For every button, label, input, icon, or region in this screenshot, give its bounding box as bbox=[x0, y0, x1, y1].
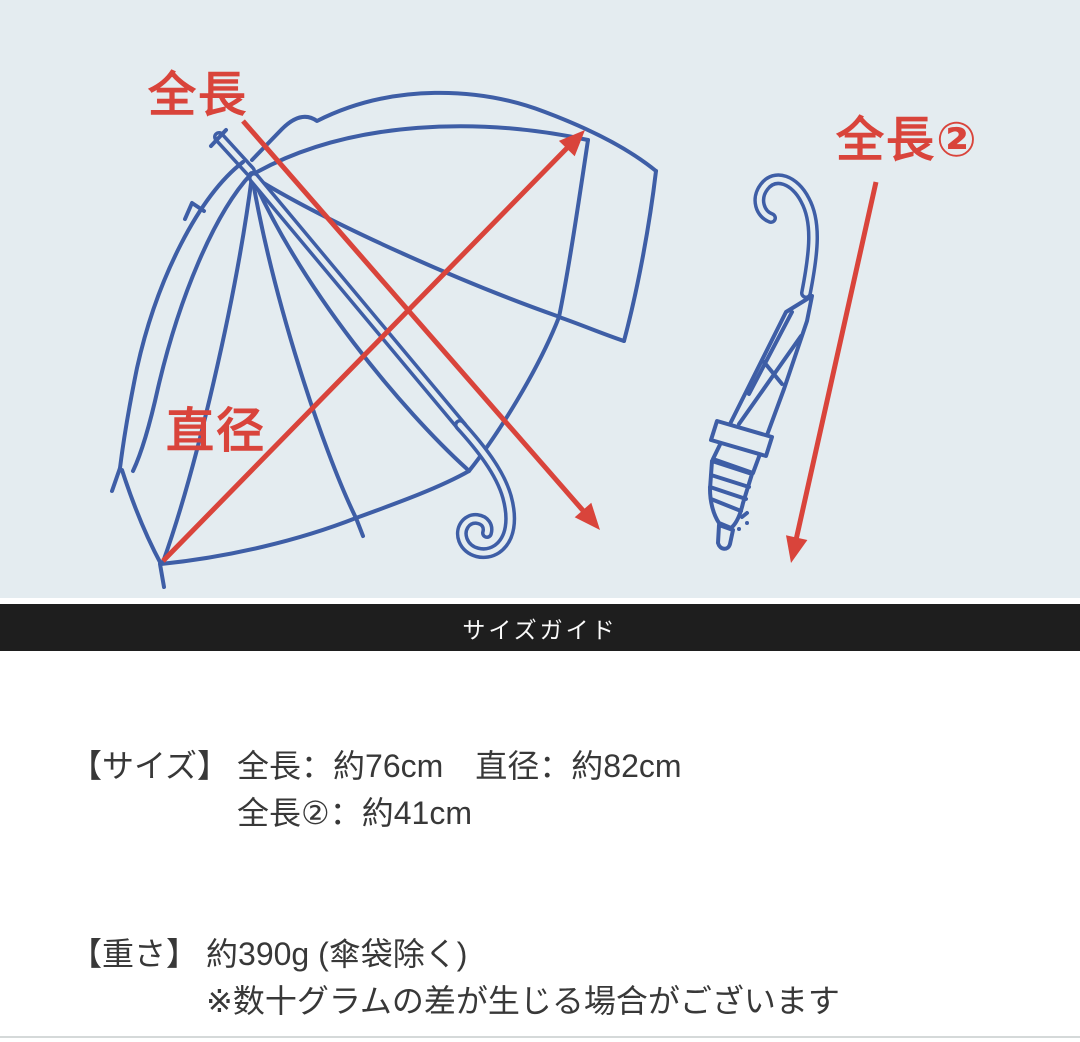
weight-label: 【重さ】 bbox=[70, 936, 199, 972]
bottom-divider bbox=[0, 1036, 1080, 1038]
umbrella-ribs bbox=[161, 174, 254, 564]
total-length-arrow bbox=[241, 119, 588, 516]
diameter-arrow bbox=[161, 144, 571, 563]
measurement-arrows bbox=[161, 119, 879, 563]
spec-section: 【サイズ】 全長：約76cm 直径：約82cm 全長②：約41cm 【重さ】 約… bbox=[0, 651, 1080, 1042]
canopy-bottom-edge bbox=[159, 516, 358, 566]
size-values: 全長：約76cm 直径：約82cm 全長②：約41cm bbox=[237, 743, 682, 837]
banner-title: サイズガイド bbox=[462, 616, 618, 643]
folded-length-arrow bbox=[793, 181, 879, 541]
ferrule-tip bbox=[209, 128, 228, 148]
canopy-top-edge bbox=[250, 90, 658, 173]
weight-spec-row: 【重さ】 約390g (傘袋除く) ※数十グラムの差が生じる場合がございます bbox=[70, 931, 840, 1025]
canopy-front-seam bbox=[255, 124, 590, 174]
size-label: 【サイズ】 bbox=[70, 748, 230, 784]
canopy-left-edge bbox=[118, 160, 245, 470]
label-total-length-2: 全長② bbox=[836, 114, 979, 167]
label-total-length: 全長 bbox=[148, 69, 249, 122]
strap-band bbox=[709, 419, 774, 458]
umbrella-illustration: 全長 直径 全長② bbox=[0, 0, 1080, 598]
tip-knob bbox=[716, 523, 735, 551]
folded-umbrella-drawing bbox=[708, 173, 819, 551]
weight-value-line1: 約390g (傘袋除く) bbox=[206, 936, 468, 972]
size-value-line2: 全長②：約41cm bbox=[237, 795, 472, 831]
size-spec-row: 【サイズ】 全長：約76cm 直径：約82cm 全長②：約41cm bbox=[70, 743, 682, 837]
open-umbrella-drawing bbox=[110, 90, 658, 589]
umbrella-diagram bbox=[110, 90, 879, 589]
weight-value-line2: ※数十グラムの差が生じる場合がございます bbox=[206, 983, 840, 1019]
weight-values: 約390g (傘袋除く) ※数十グラムの差が生じる場合がございます bbox=[206, 931, 840, 1025]
size-value-line1: 全長：約76cm 直径：約82cm bbox=[237, 748, 682, 784]
size-guide-banner: サイズガイド bbox=[0, 604, 1080, 651]
label-diameter: 直径 bbox=[166, 405, 267, 458]
